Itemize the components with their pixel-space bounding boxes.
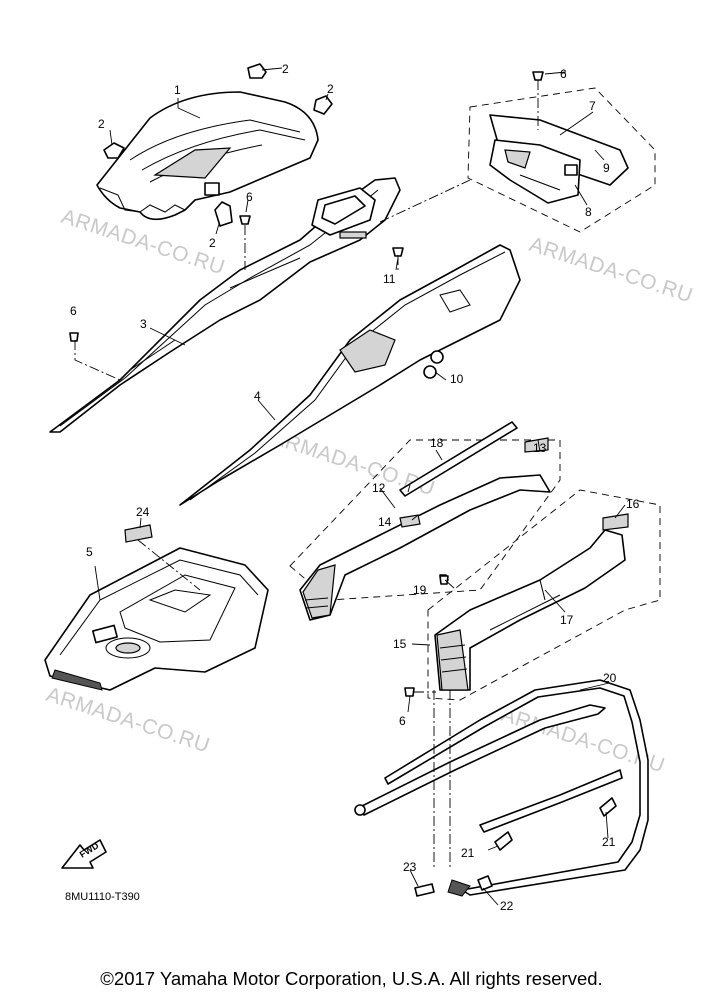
parts-21-22-23-fasteners xyxy=(414,797,617,897)
callout-5: 5 xyxy=(86,545,93,559)
callout-12: 12 xyxy=(372,481,386,495)
part-5-storage-tray xyxy=(44,547,269,691)
part-24-label xyxy=(124,524,153,543)
part-15-group xyxy=(427,489,661,701)
watermarks: ARMADA-CO.RU ARMADA-CO.RU ARMADA-CO.RU A… xyxy=(43,205,695,778)
part-10-clip xyxy=(423,350,444,379)
center-lines xyxy=(74,80,539,870)
screws xyxy=(69,71,544,697)
callout-6a: 6 xyxy=(246,190,253,204)
callout-2d: 2 xyxy=(209,236,216,250)
callout-2c: 2 xyxy=(98,117,105,131)
callout-22: 22 xyxy=(500,899,514,913)
leader-lines xyxy=(94,67,626,906)
callout-4: 4 xyxy=(254,389,261,403)
callout-7: 7 xyxy=(589,99,596,113)
callout-18: 18 xyxy=(430,436,444,450)
callout-9: 9 xyxy=(603,161,610,175)
callout-15: 15 xyxy=(393,637,407,651)
part-3-side-panel xyxy=(49,177,401,433)
part-20-handle-frame xyxy=(354,679,649,896)
callout-1: 1 xyxy=(174,83,181,97)
callout-6d: 6 xyxy=(399,714,406,728)
part-2-clips xyxy=(103,63,333,227)
drawing-code: 8MU1110-T390 xyxy=(65,891,140,903)
callout-11: 11 xyxy=(383,272,396,286)
callout-24: 24 xyxy=(136,505,150,519)
callout-16: 16 xyxy=(626,497,640,511)
callout-2b: 2 xyxy=(327,82,334,96)
callout-19: 19 xyxy=(413,583,427,597)
callout-8: 8 xyxy=(585,205,592,219)
part-4-lower-panel xyxy=(179,244,521,506)
part-1-seat-cover xyxy=(96,91,319,221)
callout-17: 17 xyxy=(560,613,574,627)
callout-6b: 6 xyxy=(560,67,567,81)
callout-6c: 6 xyxy=(70,304,77,318)
forward-arrow-icon: FWD xyxy=(61,839,107,869)
callout-3: 3 xyxy=(140,317,147,331)
part-12-group xyxy=(289,421,561,621)
callout-numbers: 1 2 2 2 2 6 6 6 6 3 4 5 7 8 9 10 11 12 1… xyxy=(70,62,640,913)
callout-21a: 21 xyxy=(461,846,475,860)
callout-20: 20 xyxy=(603,671,617,685)
watermark-4: ARMADA-CO.RU xyxy=(43,683,212,758)
callout-2a: 2 xyxy=(282,62,289,76)
watermark-2: ARMADA-CO.RU xyxy=(526,233,695,308)
callout-10: 10 xyxy=(450,372,464,386)
callout-13: 13 xyxy=(533,441,547,455)
part-7-8-9-group xyxy=(467,87,656,233)
callout-21b: 21 xyxy=(602,835,616,849)
copyright-notice: ©2017 Yamaha Motor Corporation, U.S.A. A… xyxy=(100,968,603,989)
callout-23: 23 xyxy=(403,860,417,874)
callout-14: 14 xyxy=(378,515,392,529)
